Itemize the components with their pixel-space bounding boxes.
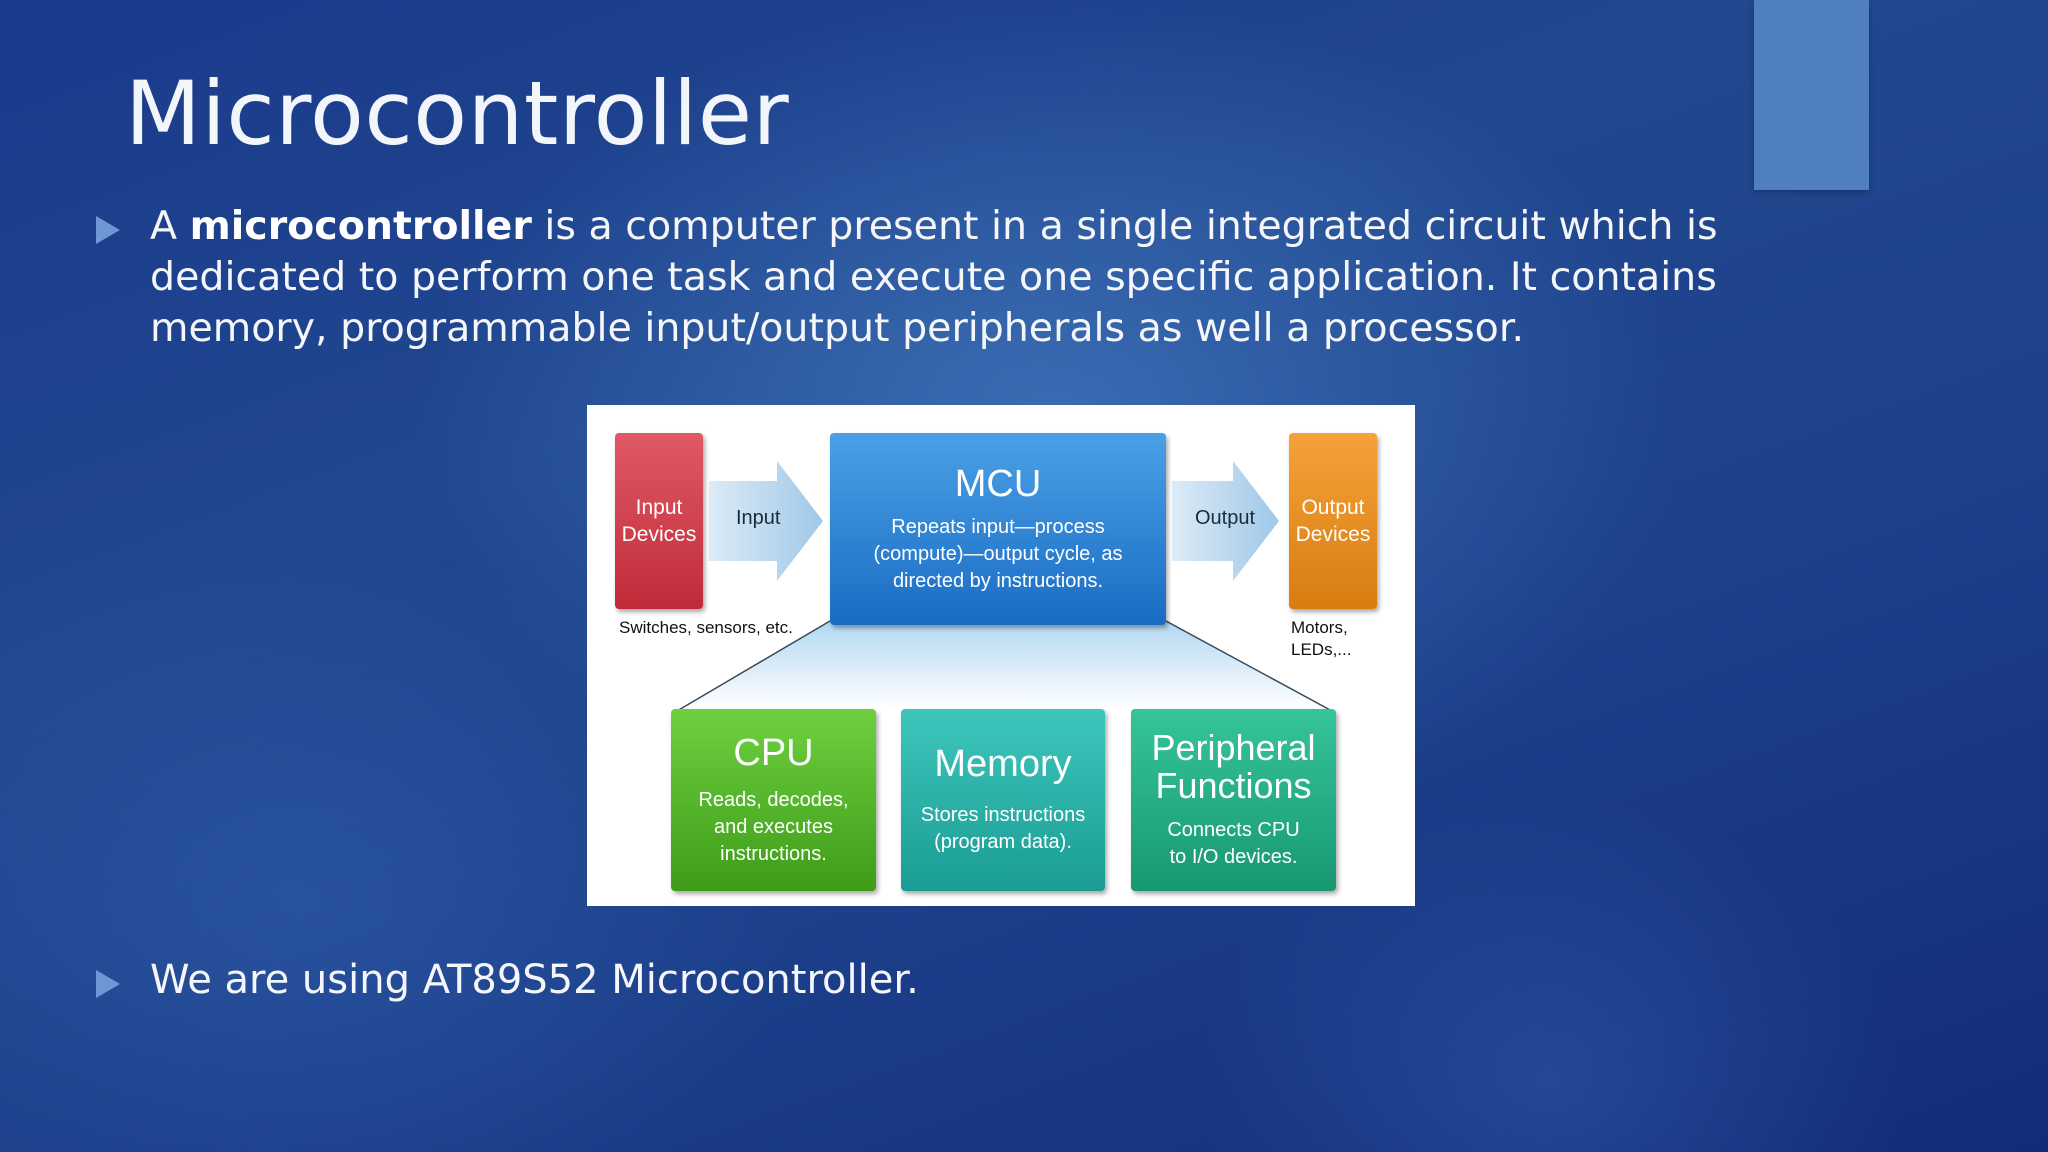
bullet-arrow-icon — [96, 216, 120, 244]
memory-desc-line1: Stores instructions — [920, 804, 1086, 826]
memory-desc: Stores instructions (program data). — [921, 802, 1086, 856]
output-arrow-label: Output — [1195, 507, 1256, 529]
peripheral-box: Peripheral Functions Connects CPU to I/O… — [1131, 709, 1336, 891]
bullet-definition-text: A microcontroller is a computer present … — [150, 201, 1896, 354]
input-arrow-label: Input — [736, 507, 781, 529]
bullet-rest: is a computer present in a single integr… — [150, 203, 1718, 351]
input-devices-line2: Devices — [621, 523, 697, 546]
fan-right-line — [1165, 620, 1333, 712]
input-note: Switches, sensors, etc. — [619, 618, 793, 637]
output-devices-line2: Devices — [1295, 523, 1371, 546]
bullet-arrow-icon — [96, 970, 120, 998]
mcu-title: MCU — [954, 462, 1042, 505]
fan-left-line — [676, 620, 831, 712]
output-note-line1: Motors, — [1291, 618, 1348, 637]
mcu-desc-line1: Repeats input—process — [891, 515, 1105, 538]
cpu-title: CPU — [733, 731, 814, 774]
mcu-diagram: Input Devices Input Switches, sensors, e… — [587, 405, 1415, 906]
diagram-connectors — [676, 461, 1333, 712]
peripheral-title-line1: Peripheral — [1151, 727, 1316, 768]
output-devices-line1: Output — [1301, 496, 1365, 519]
cpu-desc-line3: instructions. — [720, 842, 827, 865]
memory-desc-line2: (program data). — [934, 831, 1072, 853]
fan-out-shape — [680, 621, 1327, 709]
bullet-device: We are using AT89S52 Microcontroller. — [96, 955, 919, 1006]
cpu-desc: Reads, decodes, and executes instruction… — [698, 787, 848, 868]
peripheral-desc-line1: Connects CPU — [1167, 819, 1300, 841]
mcu-box: MCU Repeats input—process (compute)—outp… — [830, 433, 1166, 625]
mcu-desc-line2: (compute)—output cycle, as — [873, 542, 1123, 565]
peripheral-title: Peripheral Functions — [1151, 729, 1315, 805]
cpu-desc-line2: and executes — [714, 815, 833, 838]
cpu-desc-line1: Reads, decodes, — [698, 788, 849, 811]
slide-title: Microcontroller — [125, 62, 790, 165]
bullet-lead: A — [150, 203, 190, 249]
input-devices-line1: Input — [635, 496, 683, 519]
cpu-box: CPU Reads, decodes, and executes instruc… — [671, 709, 876, 891]
bullet-definition: A microcontroller is a computer present … — [96, 201, 1896, 354]
bullet-device-text: We are using AT89S52 Microcontroller. — [150, 957, 919, 1003]
output-note-line2: LEDs,... — [1291, 640, 1352, 659]
output-arrow-icon — [1172, 461, 1279, 581]
input-arrow-icon — [709, 461, 823, 581]
mcu-desc: Repeats input—process (compute)—output c… — [874, 514, 1123, 595]
memory-title: Memory — [934, 743, 1072, 785]
peripheral-desc-line2: to I/O devices. — [1169, 846, 1298, 868]
input-devices-box: Input Devices — [615, 433, 703, 609]
bullet-bold-term: microcontroller — [189, 203, 532, 249]
peripheral-desc: Connects CPU to I/O devices. — [1167, 817, 1299, 871]
output-devices-box: Output Devices — [1289, 433, 1377, 609]
mcu-desc-line3: directed by instructions. — [892, 569, 1104, 592]
peripheral-title-line2: Functions — [1155, 765, 1312, 806]
memory-box: Memory Stores instructions (program data… — [901, 709, 1105, 891]
output-note: Motors, LEDs,... — [1291, 617, 1351, 661]
accent-bar — [1754, 0, 1869, 190]
